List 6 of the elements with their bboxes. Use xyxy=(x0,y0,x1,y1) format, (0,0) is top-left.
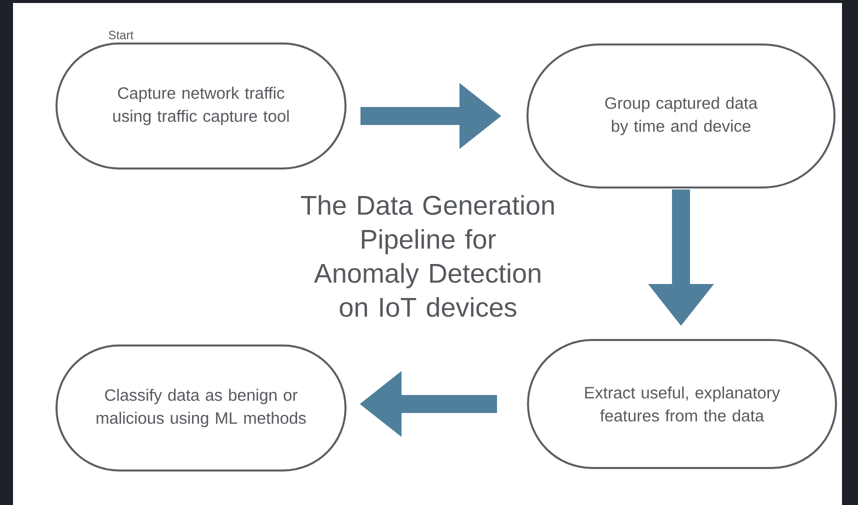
process-box: Capture network traffic using traffic capture tool xyxy=(56,42,346,170)
start-label: Start xyxy=(108,30,134,40)
process-box: Group captured data by time and device xyxy=(526,44,836,188)
process-box: Classify data as benign or malicious using ML methods xyxy=(56,344,346,472)
process-box: Extract useful, explanatory features from the data xyxy=(527,339,837,469)
diagram-title: The Data Generation Pipeline for Anomaly Detection on IoT devices xyxy=(301,195,554,317)
